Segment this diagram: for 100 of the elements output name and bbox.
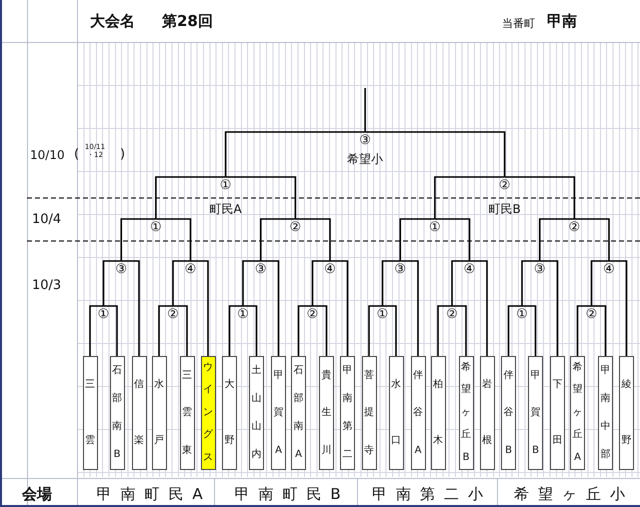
bracket-line bbox=[260, 260, 280, 356]
team-name-cell: 水口 bbox=[388, 356, 404, 470]
team-name-cell: 石部南B bbox=[110, 356, 124, 470]
bracket-line bbox=[521, 260, 540, 306]
venue-name: 甲南町民B bbox=[234, 485, 350, 504]
team-name-cell: ウイングス bbox=[200, 356, 216, 470]
match-number: ① bbox=[150, 221, 162, 236]
team-name-cell: 柏木 bbox=[430, 356, 446, 470]
bracket-line bbox=[242, 260, 261, 306]
bracket-line bbox=[508, 305, 522, 356]
team-name-cell: 三雲東 bbox=[180, 356, 194, 470]
team-name-cell: 甲賀A bbox=[271, 356, 286, 470]
team-name-cell: 希望ヶ丘A bbox=[570, 356, 585, 470]
match-number: ② bbox=[446, 308, 458, 322]
match-number: ④ bbox=[184, 263, 196, 278]
match-number: ① bbox=[98, 308, 110, 322]
bracket-line bbox=[104, 305, 118, 356]
match-number: ③ bbox=[394, 263, 406, 278]
bracket-line bbox=[434, 176, 505, 219]
venue-name: 甲南町民A bbox=[96, 485, 212, 504]
match-number: ① bbox=[237, 308, 249, 322]
match-number: ① bbox=[516, 308, 528, 322]
bracket-line bbox=[470, 260, 488, 356]
team-name-cell: 綾野 bbox=[619, 356, 634, 470]
team-name-cell: 下田 bbox=[550, 356, 565, 470]
team-name-cell: 甲南第二 bbox=[340, 356, 355, 470]
bracket-line bbox=[260, 218, 296, 261]
match-number: ② bbox=[498, 179, 510, 194]
team-name-cell: 土山山内 bbox=[249, 356, 264, 470]
bracket-line bbox=[295, 218, 331, 261]
bracket-line bbox=[590, 260, 609, 306]
winner-label: 町民B bbox=[488, 203, 521, 216]
match-number: ② bbox=[290, 221, 302, 236]
match-number: ② bbox=[306, 308, 318, 322]
bracket-text: ) bbox=[120, 147, 126, 162]
bracket-text: ( bbox=[74, 147, 80, 162]
tournament-title: 第28回 bbox=[162, 12, 213, 31]
bracket-line bbox=[368, 305, 382, 356]
bracket-line bbox=[364, 88, 366, 132]
bracket-line bbox=[451, 260, 470, 306]
match-number: ④ bbox=[464, 263, 476, 278]
bracket-line bbox=[224, 131, 366, 177]
bracket-line bbox=[298, 305, 312, 356]
bracket-line bbox=[365, 131, 506, 177]
team-name-cell: 甲賀B bbox=[528, 356, 543, 470]
bracket-line bbox=[574, 218, 610, 261]
match-number: ① bbox=[220, 179, 232, 194]
bracket-line bbox=[382, 305, 397, 356]
match-number: ② bbox=[586, 308, 598, 322]
date-label: 10/4 bbox=[32, 212, 62, 227]
team-name-cell: 三雲 bbox=[82, 356, 98, 470]
bracket-line bbox=[330, 260, 348, 356]
match-number: ③ bbox=[534, 263, 546, 278]
bracket-line bbox=[102, 260, 122, 306]
bracket-line bbox=[576, 305, 592, 356]
bracket-line bbox=[382, 260, 400, 306]
team-name-cell: 甲南中部 bbox=[598, 356, 613, 470]
match-number: ① bbox=[376, 308, 388, 322]
bracket-line bbox=[226, 176, 296, 219]
bracket-line bbox=[121, 260, 140, 356]
bracket-line bbox=[158, 305, 173, 356]
bracket-line bbox=[312, 260, 330, 306]
match-number: ② bbox=[167, 308, 179, 322]
venue-name: 甲南第二小 bbox=[372, 485, 492, 504]
bracket-line bbox=[399, 218, 435, 261]
venue-name: 希望ヶ丘小 bbox=[514, 485, 634, 504]
bracket-line bbox=[120, 218, 156, 261]
bracket-line bbox=[434, 218, 470, 261]
bracket-line bbox=[452, 305, 467, 356]
bracket-line bbox=[155, 176, 226, 219]
bracket-line bbox=[400, 260, 419, 356]
match-number: ③ bbox=[359, 134, 371, 148]
match-number: ④ bbox=[324, 263, 336, 278]
match-number: ① bbox=[429, 221, 441, 236]
bracket-line bbox=[504, 176, 576, 219]
host-town: 甲南 bbox=[547, 12, 577, 31]
team-name-cell: 希望ヶ丘B bbox=[458, 356, 474, 470]
match-number: ② bbox=[568, 221, 580, 236]
bracket-line bbox=[190, 260, 209, 356]
bracket-line bbox=[538, 218, 574, 261]
bracket-line bbox=[156, 218, 192, 261]
bracket-line bbox=[609, 260, 628, 356]
team-name-cell: 信楽 bbox=[132, 356, 146, 470]
winner-label: 希望小 bbox=[347, 153, 384, 166]
bracket-line bbox=[437, 305, 452, 356]
bracket-line bbox=[228, 305, 243, 356]
match-number: ③ bbox=[254, 263, 267, 278]
field-label: 当番町 bbox=[502, 16, 535, 31]
team-name-cell: 大野 bbox=[222, 356, 237, 470]
bracket-line bbox=[592, 305, 606, 356]
team-name-cell: 伴谷A bbox=[410, 356, 426, 470]
date-label: 10/10 bbox=[30, 148, 65, 162]
bracket-line bbox=[89, 305, 104, 356]
match-number: ③ bbox=[115, 263, 128, 278]
team-name-cell: 伴谷B bbox=[501, 356, 516, 470]
team-name-cell: 石部南A bbox=[291, 356, 306, 470]
team-name-cell: 貴生川 bbox=[319, 356, 334, 470]
match-number: ④ bbox=[603, 263, 615, 278]
team-name-cell: 岩根 bbox=[480, 356, 494, 470]
bracket-line bbox=[540, 260, 558, 356]
